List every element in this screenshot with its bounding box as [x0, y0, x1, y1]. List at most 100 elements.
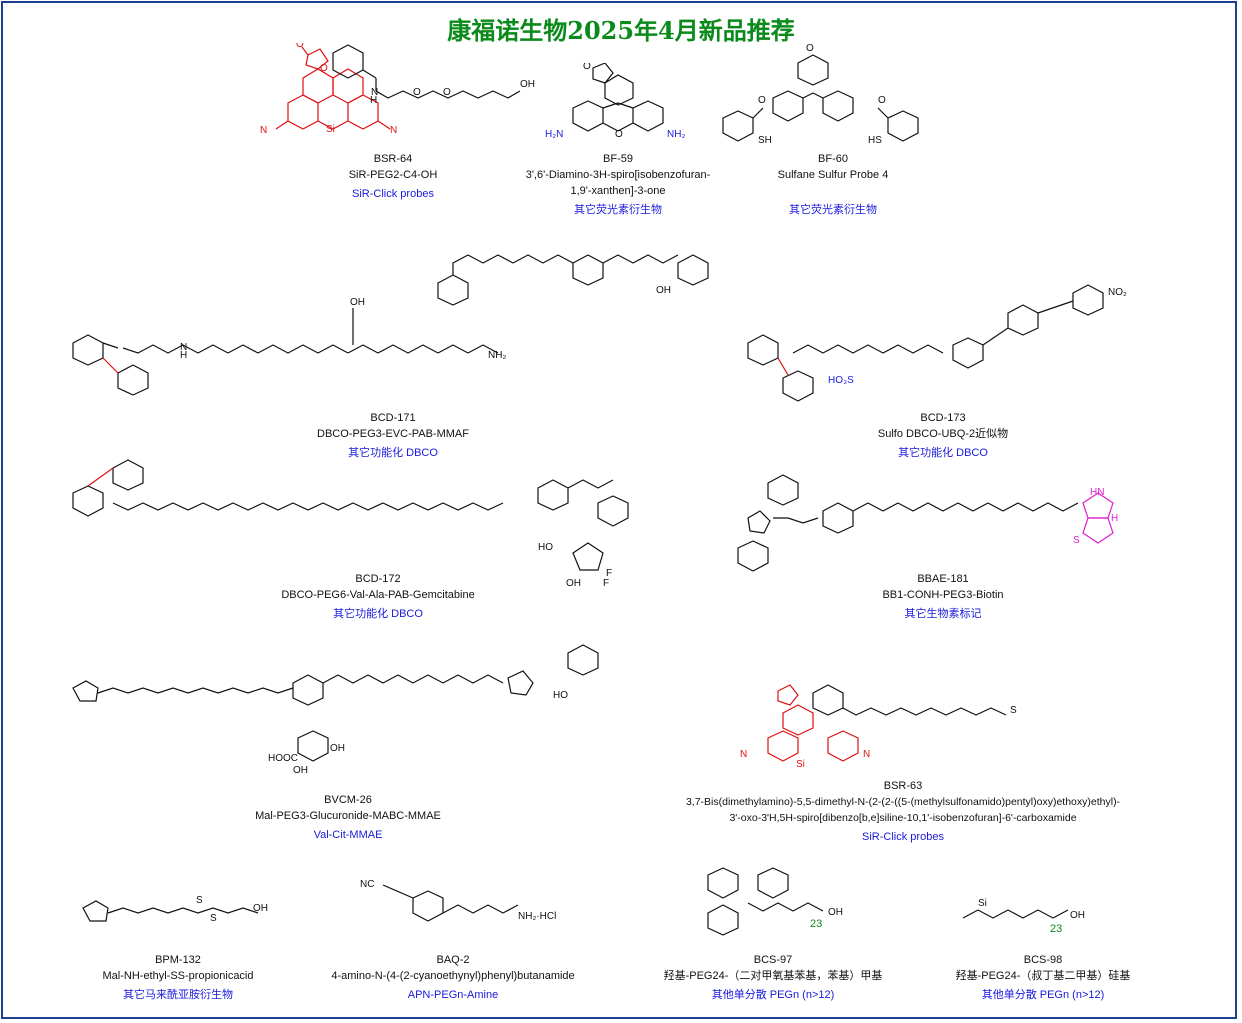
product-id: BCD-173 [920, 412, 966, 424]
product-card-bsr-63: BSR-63 3,7-Bis(dimethylamino)-5,5-dimeth… [613, 778, 1193, 845]
structure-bf-59: O O H₂N NH₂ [543, 63, 693, 143]
svg-text:O: O [615, 129, 623, 140]
product-card-bcs-97: BCS-97 羟基-PEG24-（二对甲氧基苯基，苯基）甲基 其他单分散 PEG… [633, 952, 913, 1003]
svg-text:23: 23 [1050, 923, 1062, 935]
svg-text:O: O [296, 43, 304, 50]
product-card-bf-60: BF-60 Sulfane Sulfur Probe 4 其它荧光素衍生物 [733, 151, 933, 218]
svg-text:Si: Si [796, 759, 805, 770]
svg-text:N: N [863, 749, 870, 760]
svg-text:F: F [603, 578, 609, 589]
svg-text:OH: OH [1070, 910, 1085, 921]
product-name: Mal-NH-ethyl-SS-propionicacid [102, 970, 254, 982]
svg-text:OH: OH [253, 903, 268, 914]
svg-text:H₂N: H₂N [545, 129, 563, 140]
page-title: 康福诺生物2025年4月新品推荐 [447, 16, 795, 45]
svg-text:H: H [1111, 513, 1118, 524]
svg-text:NH₂: NH₂ [667, 129, 685, 140]
svg-text:OH: OH [350, 297, 365, 308]
product-name: Mal-PEG3-Glucuronide-MABC-MMAE [255, 810, 441, 822]
product-category: 其它功能化 DBCO [898, 447, 988, 459]
svg-text:O: O [583, 63, 591, 72]
svg-text:HN: HN [1090, 487, 1104, 498]
svg-text:S: S [196, 895, 203, 906]
structure-bf-60: O O O SH HS [718, 43, 928, 153]
svg-text:S: S [1073, 535, 1080, 546]
svg-text:NH₂·HCl: NH₂·HCl [518, 911, 556, 922]
structure-baq-2: NC NH₂·HCl [358, 873, 578, 948]
svg-text:N: N [390, 125, 397, 136]
structure-bpm-132: S S OH [78, 883, 278, 943]
product-id: BAQ-2 [436, 954, 470, 966]
product-card-bbae-181: BBAE-181 BB1-CONH-PEG3-Biotin 其它生物素标记 [843, 571, 1043, 622]
product-card-bcd-171: BCD-171 DBCO-PEG3-EVC-PAB-MMAF 其它功能化 DBC… [283, 410, 503, 461]
svg-text:N: N [260, 125, 267, 136]
product-name: 3',6'-Diamino-3H-spiro[isobenzofuran- 1,… [525, 169, 711, 197]
product-name: DBCO-PEG6-Val-Ala-PAB-Gemcitabine [281, 589, 475, 601]
structure-bsr-64: O O Si N N H N O O OH [258, 43, 538, 153]
product-card-bvcm-26: BVCM-26 Mal-PEG3-Glucuronide-MABC-MMAE V… [223, 792, 473, 843]
product-category: 其他单分散 PEGn (n>12) [711, 989, 835, 1001]
product-category: 其它荧光素衍生物 [574, 204, 662, 216]
product-name: SiR-PEG2-C4-OH [348, 169, 438, 181]
svg-text:NC: NC [360, 879, 374, 890]
svg-text:Si: Si [978, 898, 987, 909]
structure-bcs-97: 23 OH [678, 863, 848, 948]
product-card-bf-59: BF-59 3',6'-Diamino-3H-spiro[isobenzofur… [498, 151, 738, 218]
structure-bcd-171: OH H N NH₂ OH [68, 233, 748, 408]
svg-text:OH: OH [520, 79, 535, 90]
product-category: SiR-Click probes [352, 188, 434, 200]
svg-text:O: O [758, 95, 766, 106]
product-id: BVCM-26 [324, 794, 372, 806]
product-category: Val-Cit-MMAE [313, 829, 383, 841]
product-id: BPM-132 [155, 954, 201, 966]
svg-text:NO₂: NO₂ [1108, 287, 1127, 298]
product-id: BBAE-181 [917, 573, 969, 585]
product-category: SiR-Click probes [862, 831, 944, 843]
product-name: DBCO-PEG3-EVC-PAB-MMAF [317, 428, 469, 440]
svg-text:O: O [806, 43, 814, 54]
svg-text:S: S [1010, 705, 1017, 716]
product-card-bpm-132: BPM-132 Mal-NH-ethyl-SS-propionicacid 其它… [63, 952, 293, 1003]
product-card-bcs-98: BCS-98 羟基-PEG24-（叔丁基二甲基）硅基 其他单分散 PEGn (n… [918, 952, 1168, 1003]
svg-text:OH: OH [656, 285, 671, 296]
product-id: BCD-171 [370, 412, 416, 424]
svg-text:OH: OH [566, 578, 581, 589]
product-card-bcd-173: BCD-173 Sulfo DBCO-UBQ-2近似物 其它功能化 DBCO [843, 410, 1043, 461]
structure-bsr-63: N N Si S [738, 683, 1048, 783]
svg-text:S: S [210, 913, 217, 924]
product-id: BCS-98 [1023, 954, 1063, 966]
product-id: BF-59 [603, 153, 633, 165]
svg-text:H: H [370, 95, 377, 106]
structure-bcd-172: HO OH F F [68, 458, 688, 598]
svg-text:O: O [443, 87, 451, 98]
product-id: BSR-63 [883, 780, 923, 792]
svg-text:H: H [180, 350, 187, 361]
product-category: APN-PEGn-Amine [407, 989, 499, 1001]
structure-bvcm-26: HOOC OH OH HO [68, 643, 628, 783]
product-name: 3,7-Bis(dimethylamino)-5,5-dimethyl-N-(2… [685, 796, 1121, 824]
svg-text:N: N [740, 749, 747, 760]
product-id: BCS-97 [753, 954, 793, 966]
svg-text:O: O [320, 63, 328, 74]
product-name: BB1-CONH-PEG3-Biotin [882, 589, 1004, 601]
product-category: 其它生物素标记 [904, 608, 982, 620]
svg-text:NH₂: NH₂ [488, 350, 506, 361]
svg-text:HOOC: HOOC [268, 753, 298, 764]
structure-bbae-181: HN H S [728, 473, 1128, 598]
product-card-baq-2: BAQ-2 4-amino-N-(4-(2-cyanoethynyl)pheny… [303, 952, 603, 1003]
svg-text:O: O [413, 87, 421, 98]
product-id: BSR-64 [373, 153, 413, 165]
product-category: 其它功能化 DBCO [348, 447, 438, 459]
product-category: 其它马来酰亚胺衍生物 [123, 989, 233, 1001]
product-category: 其它功能化 DBCO [333, 608, 423, 620]
product-name: Sulfo DBCO-UBQ-2近似物 [877, 428, 1009, 440]
product-name: 羟基-PEG24-（叔丁基二甲基）硅基 [955, 970, 1131, 982]
svg-text:OH: OH [293, 765, 308, 776]
product-card-bsr-64: BSR-64 SiR-PEG2-C4-OH SiR-Click probes [303, 151, 483, 202]
svg-text:F: F [606, 568, 612, 579]
svg-text:HO: HO [553, 690, 568, 701]
svg-text:SH: SH [758, 135, 772, 146]
svg-text:N: N [371, 87, 378, 98]
product-name: 羟基-PEG24-（二对甲氧基苯基，苯基）甲基 [663, 970, 883, 982]
